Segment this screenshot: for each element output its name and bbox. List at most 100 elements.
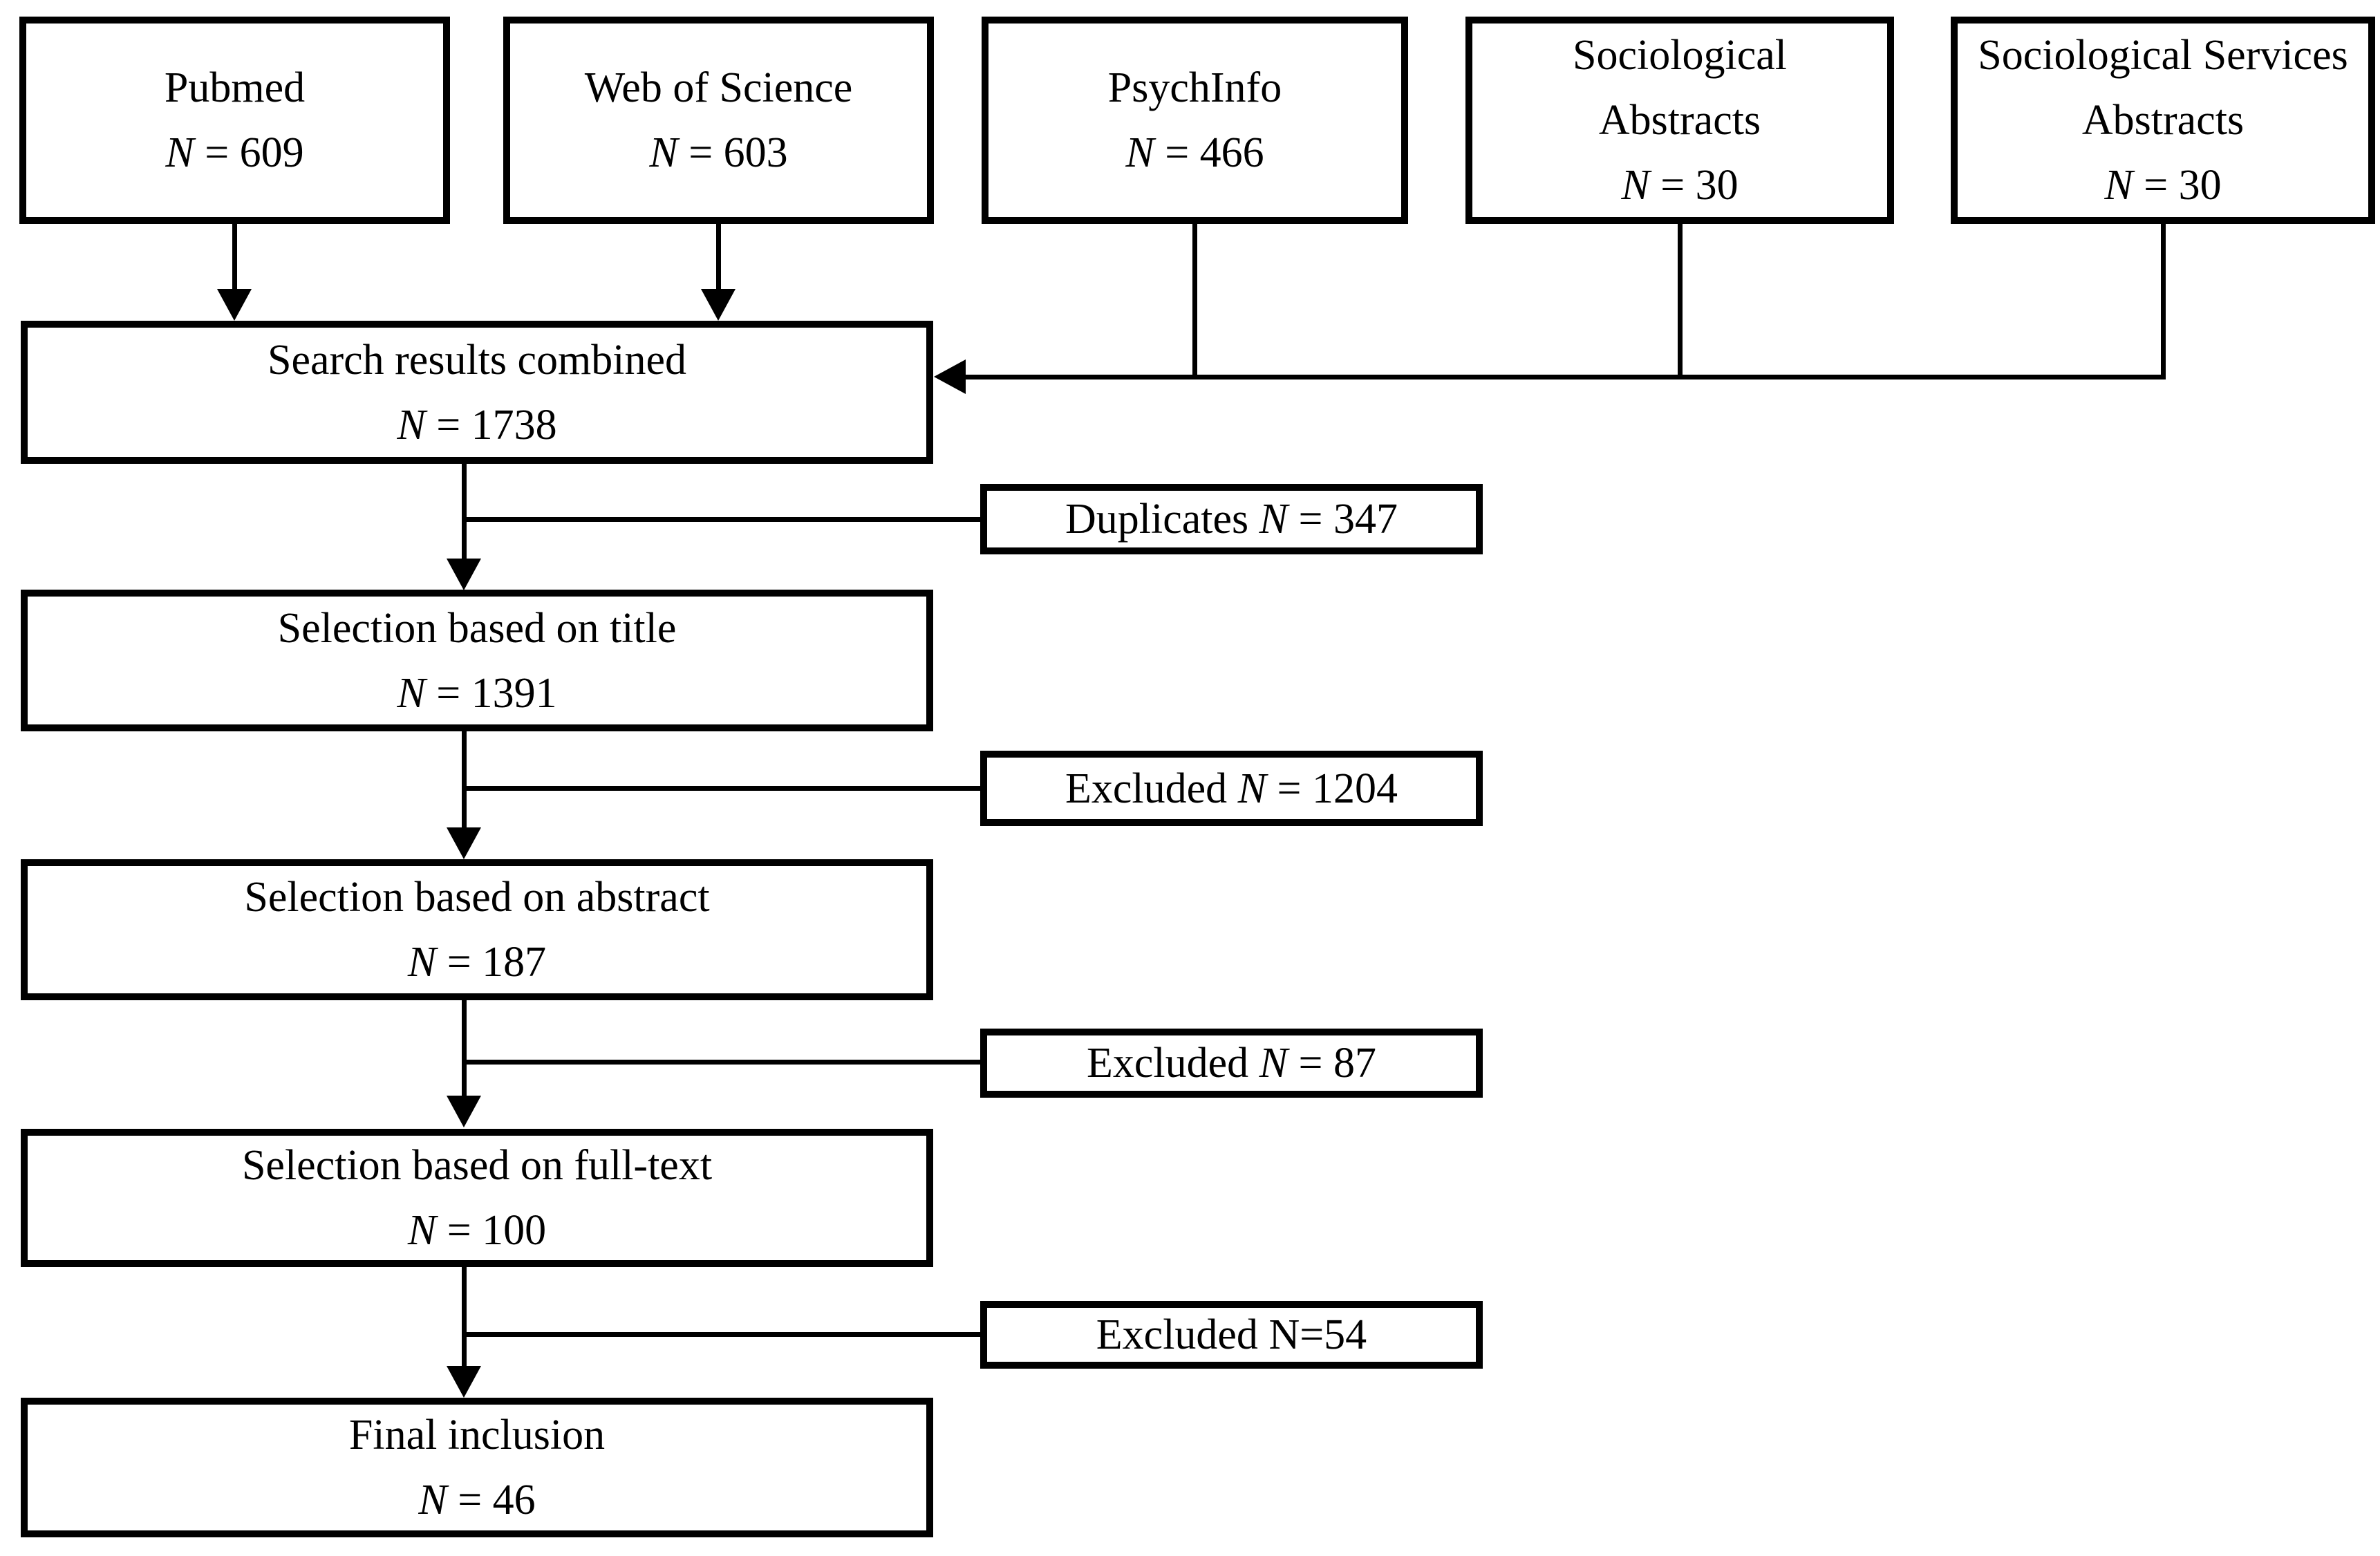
side-label: Excluded: [1096, 1311, 1269, 1358]
box-title: Web of Science: [584, 64, 853, 111]
box-title-2: Abstracts: [2081, 97, 2245, 144]
box-text: Selection based on title N = 1391: [28, 596, 926, 726]
box-title: Search results combined: [267, 336, 687, 384]
n-value: = 100: [436, 1207, 547, 1254]
connector-web-of-science-down-line: [716, 224, 721, 290]
n-italic: N: [397, 401, 426, 449]
n-italic: N: [1259, 1040, 1289, 1087]
n-italic: N: [1621, 162, 1650, 209]
connector-psychinfo-down-line: [1192, 224, 1197, 379]
title-arrowhead-down-icon: [447, 559, 481, 590]
flow-box-search-results-combined: Search results combined N = 1738: [21, 321, 933, 464]
abstract-arrowhead-down-icon: [447, 827, 481, 859]
box-count: N = 187: [28, 930, 926, 995]
box-text: Search results combined N = 1738: [28, 328, 926, 458]
box-count: N = 609: [26, 120, 443, 185]
n-value: N=54: [1268, 1311, 1367, 1358]
n-italic: N: [649, 129, 678, 176]
side-box-duplicates: Duplicates N = 347: [980, 484, 1483, 554]
branch-line-excluded-abstract: [462, 1060, 980, 1065]
box-count: N = 30: [1472, 153, 1887, 218]
connector-fulltext-to-final-line: [462, 1267, 467, 1367]
box-text: Excluded N = 87: [987, 1035, 1476, 1091]
n-value: = 347: [1288, 496, 1398, 543]
n-italic: N: [165, 129, 194, 176]
connector-pubmed-down-line: [232, 224, 237, 290]
side-label: Excluded: [1065, 765, 1238, 812]
n-italic: N: [1125, 129, 1154, 176]
n-value: = 30: [1649, 162, 1739, 209]
n-italic: N: [2104, 162, 2133, 209]
source-box-sociological-services-abstracts: Sociological Services Abstracts N = 30: [1951, 17, 2375, 224]
box-title: PsychInfo: [1107, 64, 1282, 111]
source-box-sociological-abstracts: Sociological Abstracts N = 30: [1465, 17, 1894, 224]
box-text: PsychInfo N = 466: [988, 55, 1401, 185]
box-count: N = 100: [28, 1198, 926, 1263]
box-label: Excluded N=54: [987, 1307, 1476, 1362]
side-box-excluded-fulltext: Excluded N=54: [980, 1301, 1483, 1369]
source-box-pubmed: Pubmed N = 609: [19, 17, 450, 224]
n-value: = 30: [2133, 162, 2222, 209]
box-title: Selection based on title: [277, 604, 677, 652]
side-box-excluded-abstract: Excluded N = 87: [980, 1029, 1483, 1098]
side-box-excluded-title: Excluded N = 1204: [980, 751, 1483, 826]
box-count: N = 603: [510, 120, 927, 185]
branch-line-duplicates: [462, 517, 980, 522]
box-count: N = 30: [1958, 153, 2368, 218]
n-value: = 1738: [425, 401, 557, 449]
n-value: = 603: [677, 129, 788, 176]
box-label: Excluded N = 1204: [987, 761, 1476, 816]
box-title: Sociological: [1573, 32, 1787, 79]
connector-title-to-abstract-line: [462, 731, 467, 829]
box-count: N = 1738: [28, 393, 926, 458]
box-title-2: Abstracts: [1598, 97, 1761, 144]
box-count: N = 1391: [28, 661, 926, 726]
n-italic: N: [418, 1477, 447, 1524]
box-label: Excluded N = 87: [987, 1035, 1476, 1091]
connector-combined-to-title-line: [462, 464, 467, 560]
flow-box-selection-fulltext: Selection based on full-text N = 100: [21, 1129, 933, 1267]
box-text: Final inclusion N = 46: [28, 1403, 926, 1532]
source-box-psychinfo: PsychInfo N = 466: [982, 17, 1408, 224]
n-italic: N: [397, 669, 426, 717]
box-text: Sociological Abstracts N = 30: [1472, 23, 1887, 218]
connector-abstract-to-fulltext-line: [462, 1000, 467, 1097]
flow-box-selection-abstract: Selection based on abstract N = 187: [21, 859, 933, 1000]
n-italic: N: [407, 1207, 437, 1254]
web-of-science-arrowhead-down-icon: [701, 289, 735, 321]
source-box-web-of-science: Web of Science N = 603: [503, 17, 934, 224]
connector-sociological-abstracts-down-line: [1678, 224, 1683, 379]
collector-line-right-sources: [966, 375, 2166, 379]
box-text: Sociological Services Abstracts N = 30: [1958, 23, 2368, 218]
box-count: N = 466: [988, 120, 1401, 185]
n-value: = 187: [436, 939, 547, 986]
box-text: Selection based on full-text N = 100: [28, 1133, 926, 1263]
pubmed-arrowhead-down-icon: [217, 289, 252, 321]
box-text: Pubmed N = 609: [26, 55, 443, 185]
fulltext-arrowhead-down-icon: [447, 1096, 481, 1127]
box-label: Duplicates N = 347: [987, 491, 1476, 547]
box-text: Selection based on abstract N = 187: [28, 865, 926, 995]
box-text: Duplicates N = 347: [987, 491, 1476, 547]
n-value: = 87: [1288, 1040, 1376, 1087]
connector-sociological-services-down-line: [2161, 224, 2166, 379]
box-title: Selection based on full-text: [241, 1142, 713, 1189]
box-title: Pubmed: [164, 64, 306, 111]
combined-arrowhead-left-icon: [934, 359, 966, 394]
n-value: = 1204: [1266, 765, 1398, 812]
flow-box-final-inclusion: Final inclusion N = 46: [21, 1398, 933, 1537]
n-italic: N: [1237, 765, 1267, 812]
n-value: = 1391: [425, 669, 557, 717]
box-count: N = 46: [28, 1468, 926, 1532]
flow-box-selection-title: Selection based on title N = 1391: [21, 590, 933, 731]
n-value: = 609: [194, 129, 304, 176]
box-title: Sociological Services: [1978, 32, 2348, 79]
n-italic: N: [407, 939, 437, 986]
box-text: Web of Science N = 603: [510, 55, 927, 185]
side-label: Excluded: [1087, 1040, 1259, 1087]
branch-line-excluded-fulltext: [462, 1332, 980, 1337]
side-label: Duplicates: [1065, 496, 1259, 543]
box-text: Excluded N=54: [987, 1307, 1476, 1362]
n-italic: N: [1259, 496, 1289, 543]
